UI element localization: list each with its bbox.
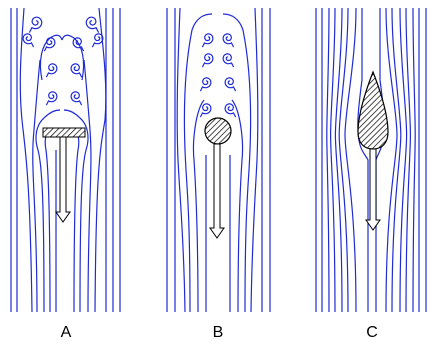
vortex-curl bbox=[200, 104, 211, 117]
streamline bbox=[64, 110, 88, 312]
teardrop-obstacle bbox=[358, 72, 388, 149]
streamline bbox=[232, 100, 243, 312]
streamline bbox=[84, 60, 91, 312]
streamline bbox=[392, 8, 401, 312]
streamline bbox=[33, 60, 40, 312]
vortex-curl bbox=[202, 54, 213, 67]
panel-b-label: B bbox=[198, 324, 238, 342]
streamline bbox=[251, 8, 258, 312]
streamline bbox=[345, 8, 356, 312]
drag-arrow bbox=[56, 137, 70, 222]
panel-c-teardrop bbox=[316, 8, 426, 312]
vortex-curl bbox=[202, 34, 213, 47]
vortex-curl bbox=[225, 104, 236, 117]
vortex-curl bbox=[44, 38, 55, 51]
streamline bbox=[95, 8, 106, 312]
panel-a-flat-plate bbox=[11, 8, 120, 312]
vortex-curl bbox=[71, 64, 82, 77]
streamline bbox=[177, 8, 185, 312]
vortex-curl bbox=[223, 54, 234, 67]
vortex-curl bbox=[86, 17, 98, 32]
panel-a-label: A bbox=[46, 324, 86, 342]
streamline bbox=[358, 8, 368, 312]
vortex-curl bbox=[46, 64, 57, 77]
vortex-curl bbox=[23, 34, 33, 47]
drag-arrow bbox=[210, 144, 224, 238]
streamline bbox=[386, 8, 397, 312]
panel-b-circle bbox=[167, 8, 270, 312]
streamline bbox=[400, 8, 407, 312]
streamline bbox=[74, 130, 79, 312]
circle-obstacle bbox=[205, 118, 231, 144]
streamline bbox=[406, 8, 410, 312]
streamline bbox=[45, 130, 50, 312]
streamline bbox=[331, 8, 335, 312]
streamline bbox=[376, 8, 384, 312]
vortex-curl bbox=[200, 78, 211, 91]
vortex-curl bbox=[225, 78, 236, 91]
streamline bbox=[327, 8, 329, 312]
streamline bbox=[223, 14, 251, 312]
streamline bbox=[193, 100, 204, 312]
panel-c-label: C bbox=[352, 324, 392, 342]
flat-plate-obstacle bbox=[43, 128, 85, 137]
streamline bbox=[20, 8, 32, 312]
vortex-curl bbox=[29, 17, 41, 32]
vortex-curl bbox=[73, 38, 84, 51]
vortex-curl bbox=[223, 34, 234, 47]
streamline bbox=[413, 8, 415, 312]
vortex-curl bbox=[71, 92, 82, 105]
vortex-curl bbox=[46, 92, 57, 105]
